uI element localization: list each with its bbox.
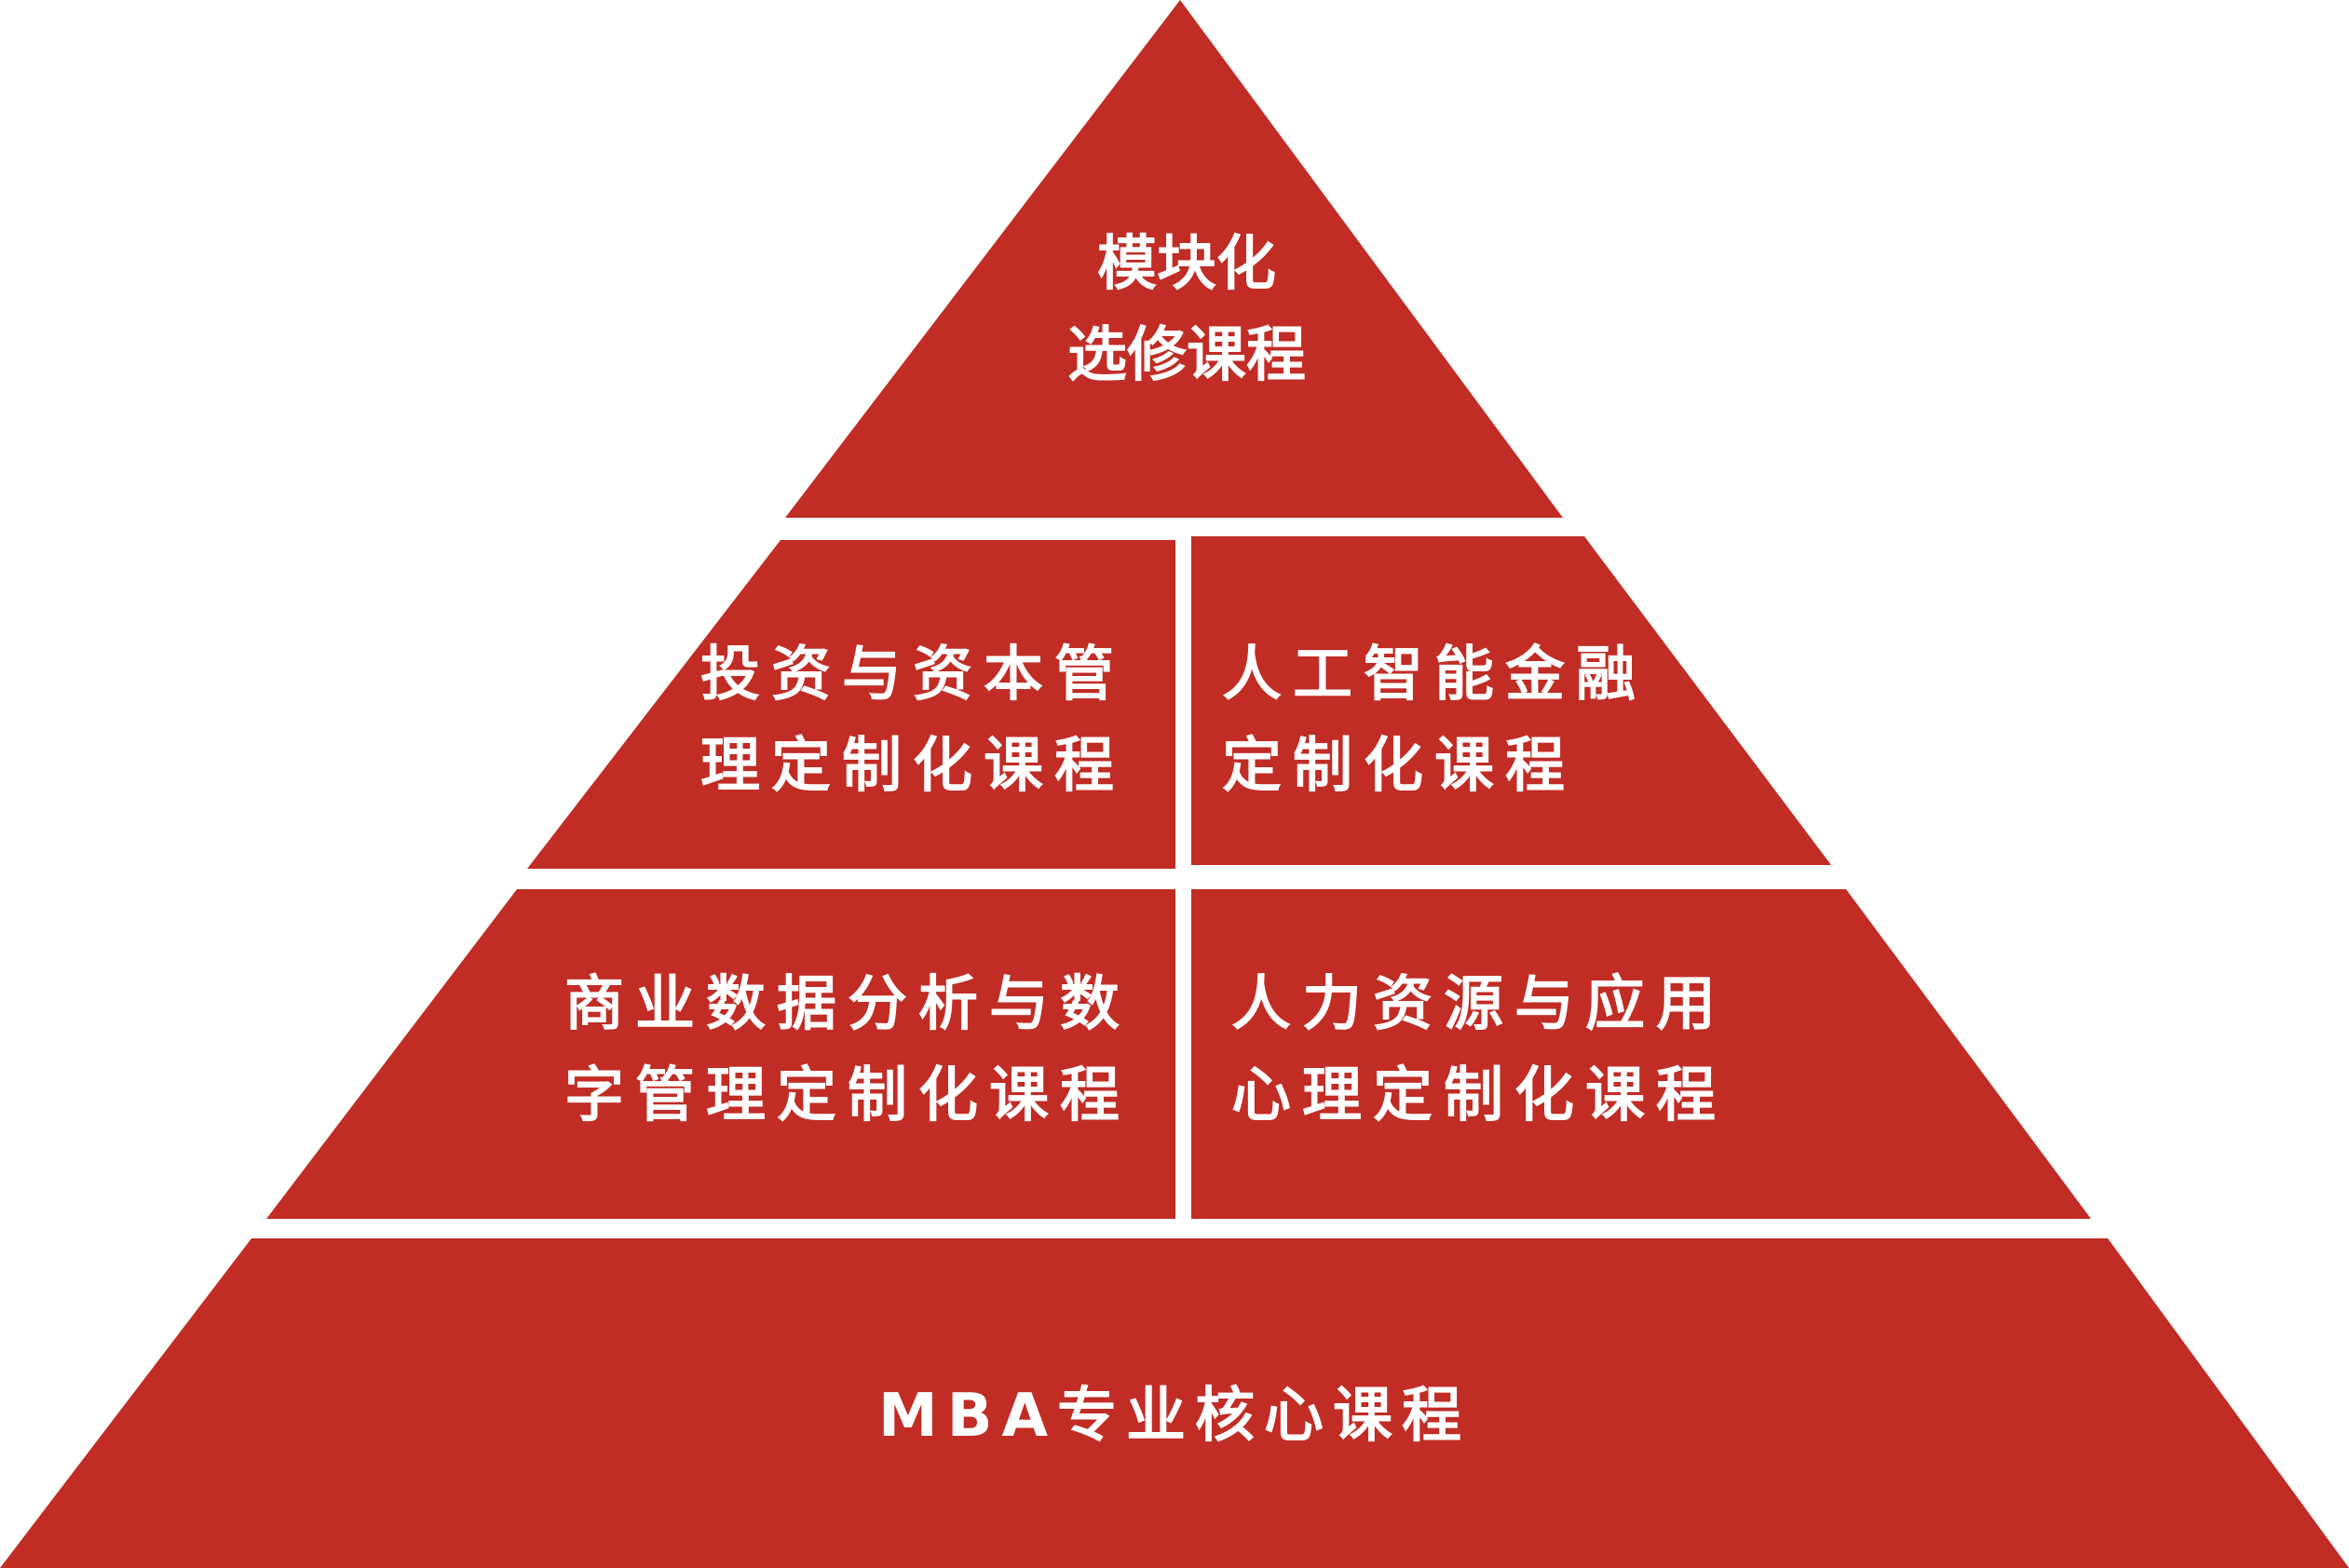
tier-level2-left-label: 投资与资本管 理定制化课程 [652, 629, 1174, 812]
tier-level3-hr-psychology [1191, 889, 2091, 1219]
tier-top-modular-electives [785, 0, 1563, 518]
tier-level3-left-label-line2: 字管理定制化课程 [564, 1061, 1131, 1130]
tier-base-label-line1: MBA专业核心课程 [878, 1382, 1471, 1451]
tier-level2-right-label-line2: 定制化课程 [1222, 732, 1576, 801]
tier-level3-left-label: 商业数据分析与数 字管理定制化课程 [522, 959, 1174, 1142]
tier-level3-right-label-line2: 心理定制化课程 [1231, 1061, 1727, 1130]
tier-level3-left-label-line1: 商业数据分析与数 [564, 970, 1131, 1039]
tier-level3-right-label-line1: 人力资源与应用 [1231, 970, 1727, 1039]
tier-level3-business-data [266, 889, 1175, 1219]
tier-base-mba-core [0, 1238, 2349, 1568]
tier-level2-right-label: 人工智能金融 定制化课程 [1222, 629, 1706, 812]
tier-top-label-line1: 模块化 [1097, 230, 1276, 299]
tier-level2-ai-finance [1191, 536, 1831, 865]
tier-base-label: MBA专业核心课程 [709, 1371, 1640, 1462]
tier-level2-left-label-line2: 理定制化课程 [700, 732, 1125, 801]
tier-level3-right-label: 人力资源与应用 心理定制化课程 [1231, 959, 1753, 1142]
tier-top-label: 模块化 选修课程 [963, 219, 1410, 401]
tier-level2-left-label-line1: 投资与资本管 [700, 641, 1125, 710]
tier-top-label-line2: 选修课程 [1067, 321, 1306, 390]
tier-level2-right-label-line1: 人工智能金融 [1222, 641, 1647, 710]
tier-level2-investment-capital [527, 540, 1175, 869]
